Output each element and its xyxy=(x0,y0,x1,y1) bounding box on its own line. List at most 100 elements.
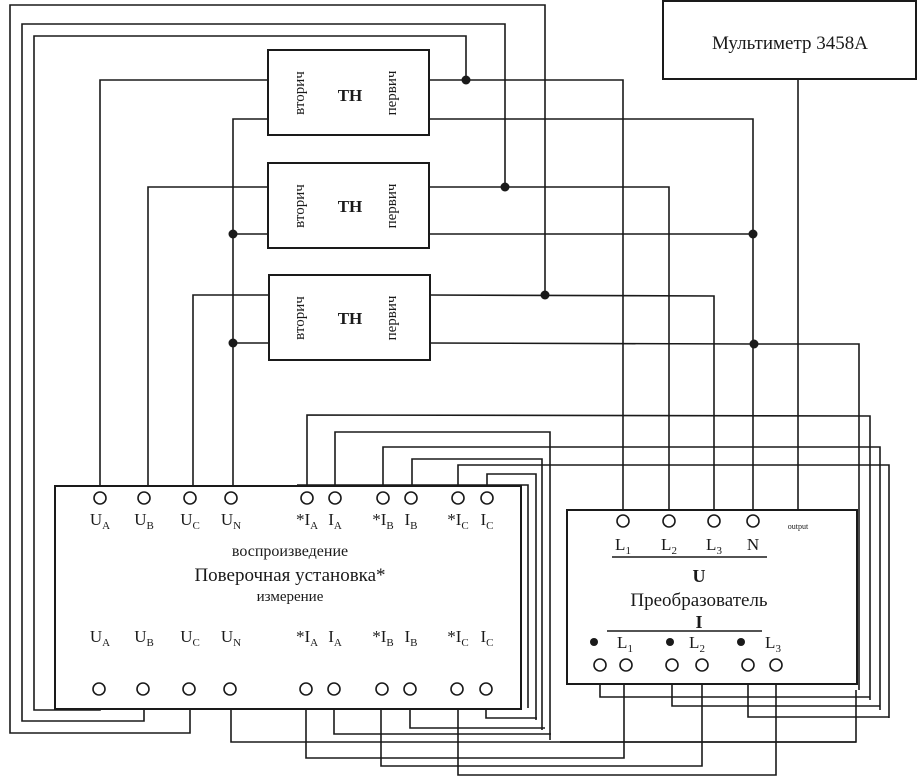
terminal-label: IA xyxy=(328,510,342,532)
calibrator-input-terminal[interactable] xyxy=(327,682,341,696)
transformer-secondary-label: вторич xyxy=(292,71,308,115)
converter-voltage-terminal[interactable] xyxy=(616,514,630,528)
wire-ib-top xyxy=(411,458,543,730)
calibrator-input-terminal[interactable] xyxy=(450,682,464,696)
terminal-label: L1 xyxy=(617,633,633,655)
terminal-label: UA xyxy=(90,627,110,649)
transformer-primary-label: первич xyxy=(384,183,400,228)
wire-ic-star-top xyxy=(457,464,890,718)
wire-ic-star-bottom xyxy=(457,670,777,776)
terminal-label: UC xyxy=(180,510,200,532)
wire-ib-star-bottom xyxy=(380,670,703,767)
transformer-title: ТН xyxy=(338,309,363,328)
calibrator-input-terminal[interactable] xyxy=(92,682,106,696)
converter-voltage-terminal[interactable] xyxy=(746,514,760,528)
converter-current-terminal-star[interactable] xyxy=(593,658,607,672)
converter-title: Преобразователь xyxy=(630,590,768,611)
junctions xyxy=(228,75,759,349)
transformer-1: ТН вторич первич xyxy=(267,49,430,136)
junction-dot xyxy=(461,75,471,85)
transformer-title: ТН xyxy=(338,86,363,105)
transformer-primary-label: первич xyxy=(384,70,400,115)
current-group-label: I xyxy=(695,612,702,632)
terminal-label: N xyxy=(747,535,759,554)
terminal-label: L2 xyxy=(661,535,677,557)
calibrator-block: воспроизведение Поверочная установка* из… xyxy=(54,485,522,710)
calibrator-output-terminal[interactable] xyxy=(376,491,390,505)
wire-tn1-sec-n xyxy=(232,118,268,492)
terminal-label: L3 xyxy=(765,633,781,655)
calibrator-output-terminal[interactable] xyxy=(480,491,494,505)
calibrator-output-terminal[interactable] xyxy=(183,491,197,505)
terminal-label: L3 xyxy=(706,535,722,557)
wire-tn1-sec-a xyxy=(99,79,268,492)
terminal-label: UN xyxy=(221,627,241,649)
calibrator-bottom-caption: измерение xyxy=(257,589,324,605)
converter-current-terminal-star[interactable] xyxy=(741,658,755,672)
calibrator-input-terminal[interactable] xyxy=(479,682,493,696)
wire-ia-star-top xyxy=(306,414,871,700)
calibrator-input-terminal[interactable] xyxy=(182,682,196,696)
wire-tn3-prim-n xyxy=(427,342,860,690)
wire-uc-outer xyxy=(9,4,546,734)
terminal-label: UB xyxy=(134,627,154,649)
terminal-label: IC xyxy=(480,627,493,649)
terminal-label: *IC xyxy=(447,510,469,532)
calibrator-output-terminal[interactable] xyxy=(224,491,238,505)
terminal-label: UB xyxy=(134,510,154,532)
terminal-label: UN xyxy=(221,510,241,532)
wire-tn1-prim-n xyxy=(428,118,754,518)
wire-conv-return xyxy=(560,690,857,743)
converter-current-terminal[interactable] xyxy=(695,658,709,672)
converter-voltage-terminal[interactable] xyxy=(662,514,676,528)
wire-tn3-prim-c xyxy=(427,294,715,518)
calibrator-output-terminal[interactable] xyxy=(93,491,107,505)
wire-ub-outer xyxy=(21,23,506,722)
converter-voltage-terminal[interactable] xyxy=(707,514,721,528)
wire-conv-l3-star xyxy=(747,670,889,718)
calibrator-output-terminal[interactable] xyxy=(300,491,314,505)
wire-tn2-prim-b xyxy=(428,186,670,518)
output-label: output xyxy=(788,522,809,531)
calibrator-input-terminal[interactable] xyxy=(136,682,150,696)
terminal-label: *IA xyxy=(296,510,318,532)
terminal-label: L1 xyxy=(615,535,631,557)
calibrator-input-terminal[interactable] xyxy=(299,682,313,696)
junction-dot xyxy=(540,290,550,300)
calibrator-output-terminal[interactable] xyxy=(404,491,418,505)
calibrator-output-terminal[interactable] xyxy=(328,491,342,505)
transformer-secondary-label: вторич xyxy=(292,296,308,340)
multimeter-block: Мультиметр 3458А xyxy=(662,0,917,80)
wire-tn3-sec-c xyxy=(192,294,268,492)
calibrator-input-terminal[interactable] xyxy=(403,682,417,696)
calibrator-output-terminal[interactable] xyxy=(137,491,151,505)
calibrator-input-terminal[interactable] xyxy=(375,682,389,696)
terminal-label: IB xyxy=(404,510,417,532)
polarity-dot xyxy=(666,638,674,646)
wire-ia-top xyxy=(334,431,551,740)
wire-ia-star-bottom xyxy=(305,670,625,759)
calibrator-top-caption: воспроизведение xyxy=(232,543,348,560)
converter-voltage-terminals: L1 L2 L3 N xyxy=(615,514,760,557)
transformer-secondary-label: вторич xyxy=(292,184,308,228)
wire-ib-star-top xyxy=(382,446,881,710)
terminal-label: IB xyxy=(404,627,417,649)
calibrator-input-terminal[interactable] xyxy=(223,682,237,696)
calibrator-title: Поверочная установка* xyxy=(194,565,385,586)
junction-dot xyxy=(500,182,510,192)
wire-tn1-prim-a xyxy=(428,79,624,518)
terminal-label: *IC xyxy=(447,627,469,649)
wires xyxy=(9,4,890,776)
terminal-label: *IB xyxy=(372,627,394,649)
junction-dot xyxy=(228,338,238,348)
converter-current-terminal-star[interactable] xyxy=(665,658,679,672)
terminal-label: UA xyxy=(90,510,110,532)
terminal-label: *IB xyxy=(372,510,394,532)
converter-current-terminal[interactable] xyxy=(619,658,633,672)
calibrator-output-terminal[interactable] xyxy=(451,491,465,505)
converter-current-terminal[interactable] xyxy=(769,658,783,672)
